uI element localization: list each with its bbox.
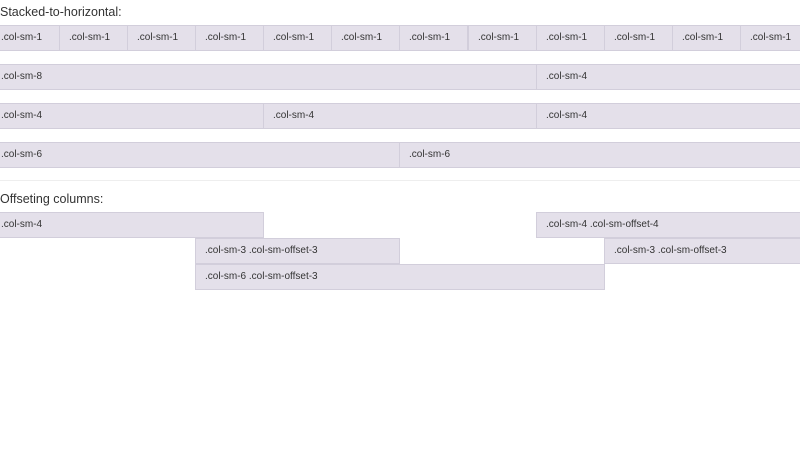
grid-row-3: .col-sm-4 .col-sm-4 .col-sm-4 — [0, 103, 800, 129]
grid-column: .col-sm-4 — [0, 103, 264, 129]
stacked-heading: Stacked-to-horizontal: — [0, 5, 122, 19]
grid-column: .col-sm-1 — [331, 25, 400, 51]
grid-column: .col-sm-4 — [0, 212, 264, 238]
offset-heading: Offseting columns: — [0, 192, 104, 206]
grid-column: .col-sm-1 — [740, 25, 800, 51]
grid-row-2: .col-sm-8 .col-sm-4 — [0, 64, 800, 90]
grid-column: .col-sm-1 — [672, 25, 741, 51]
grid-column: .col-sm-6 .col-sm-offset-3 — [195, 264, 605, 290]
grid-column: .col-sm-1 — [263, 25, 332, 51]
grid-column: .col-sm-1 — [604, 25, 673, 51]
grid-column: .col-sm-1 — [127, 25, 196, 51]
grid-column: .col-sm-1 — [536, 25, 605, 51]
grid-column: .col-sm-4 — [536, 103, 800, 129]
grid-column: ​.col-sm-1 — [0, 25, 60, 51]
grid-column: .col-sm-1 — [468, 25, 537, 51]
grid-column: .col-sm-8 — [0, 64, 537, 90]
grid-column: .col-sm-1 — [59, 25, 128, 51]
offset-row-2: .col-sm-3 .col-sm-offset-3 .col-sm-3 .co… — [0, 238, 800, 264]
grid-column: .col-sm-1 — [195, 25, 264, 51]
grid-column: .col-sm-6 — [399, 142, 800, 168]
grid-column: .col-sm-6 — [0, 142, 400, 168]
offset-row-3: .col-sm-6 .col-sm-offset-3 — [0, 264, 800, 290]
offset-row-1: .col-sm-4 .col-sm-4 .col-sm-offset-4 — [0, 212, 800, 238]
grid-column: .col-sm-1 — [399, 25, 468, 51]
grid-row-1: ​.col-sm-1 .col-sm-1 .col-sm-1 .col-sm-1… — [0, 25, 800, 51]
grid-column: .col-sm-4 — [263, 103, 537, 129]
grid-row-4: .col-sm-6 .col-sm-6 — [0, 142, 800, 168]
grid-column: .col-sm-3 .col-sm-offset-3 — [195, 238, 400, 264]
divider — [0, 180, 800, 181]
grid-column: .col-sm-4 — [536, 64, 800, 90]
grid-column: .col-sm-3 .col-sm-offset-3 — [604, 238, 800, 264]
grid-column: .col-sm-4 .col-sm-offset-4 — [536, 212, 800, 238]
